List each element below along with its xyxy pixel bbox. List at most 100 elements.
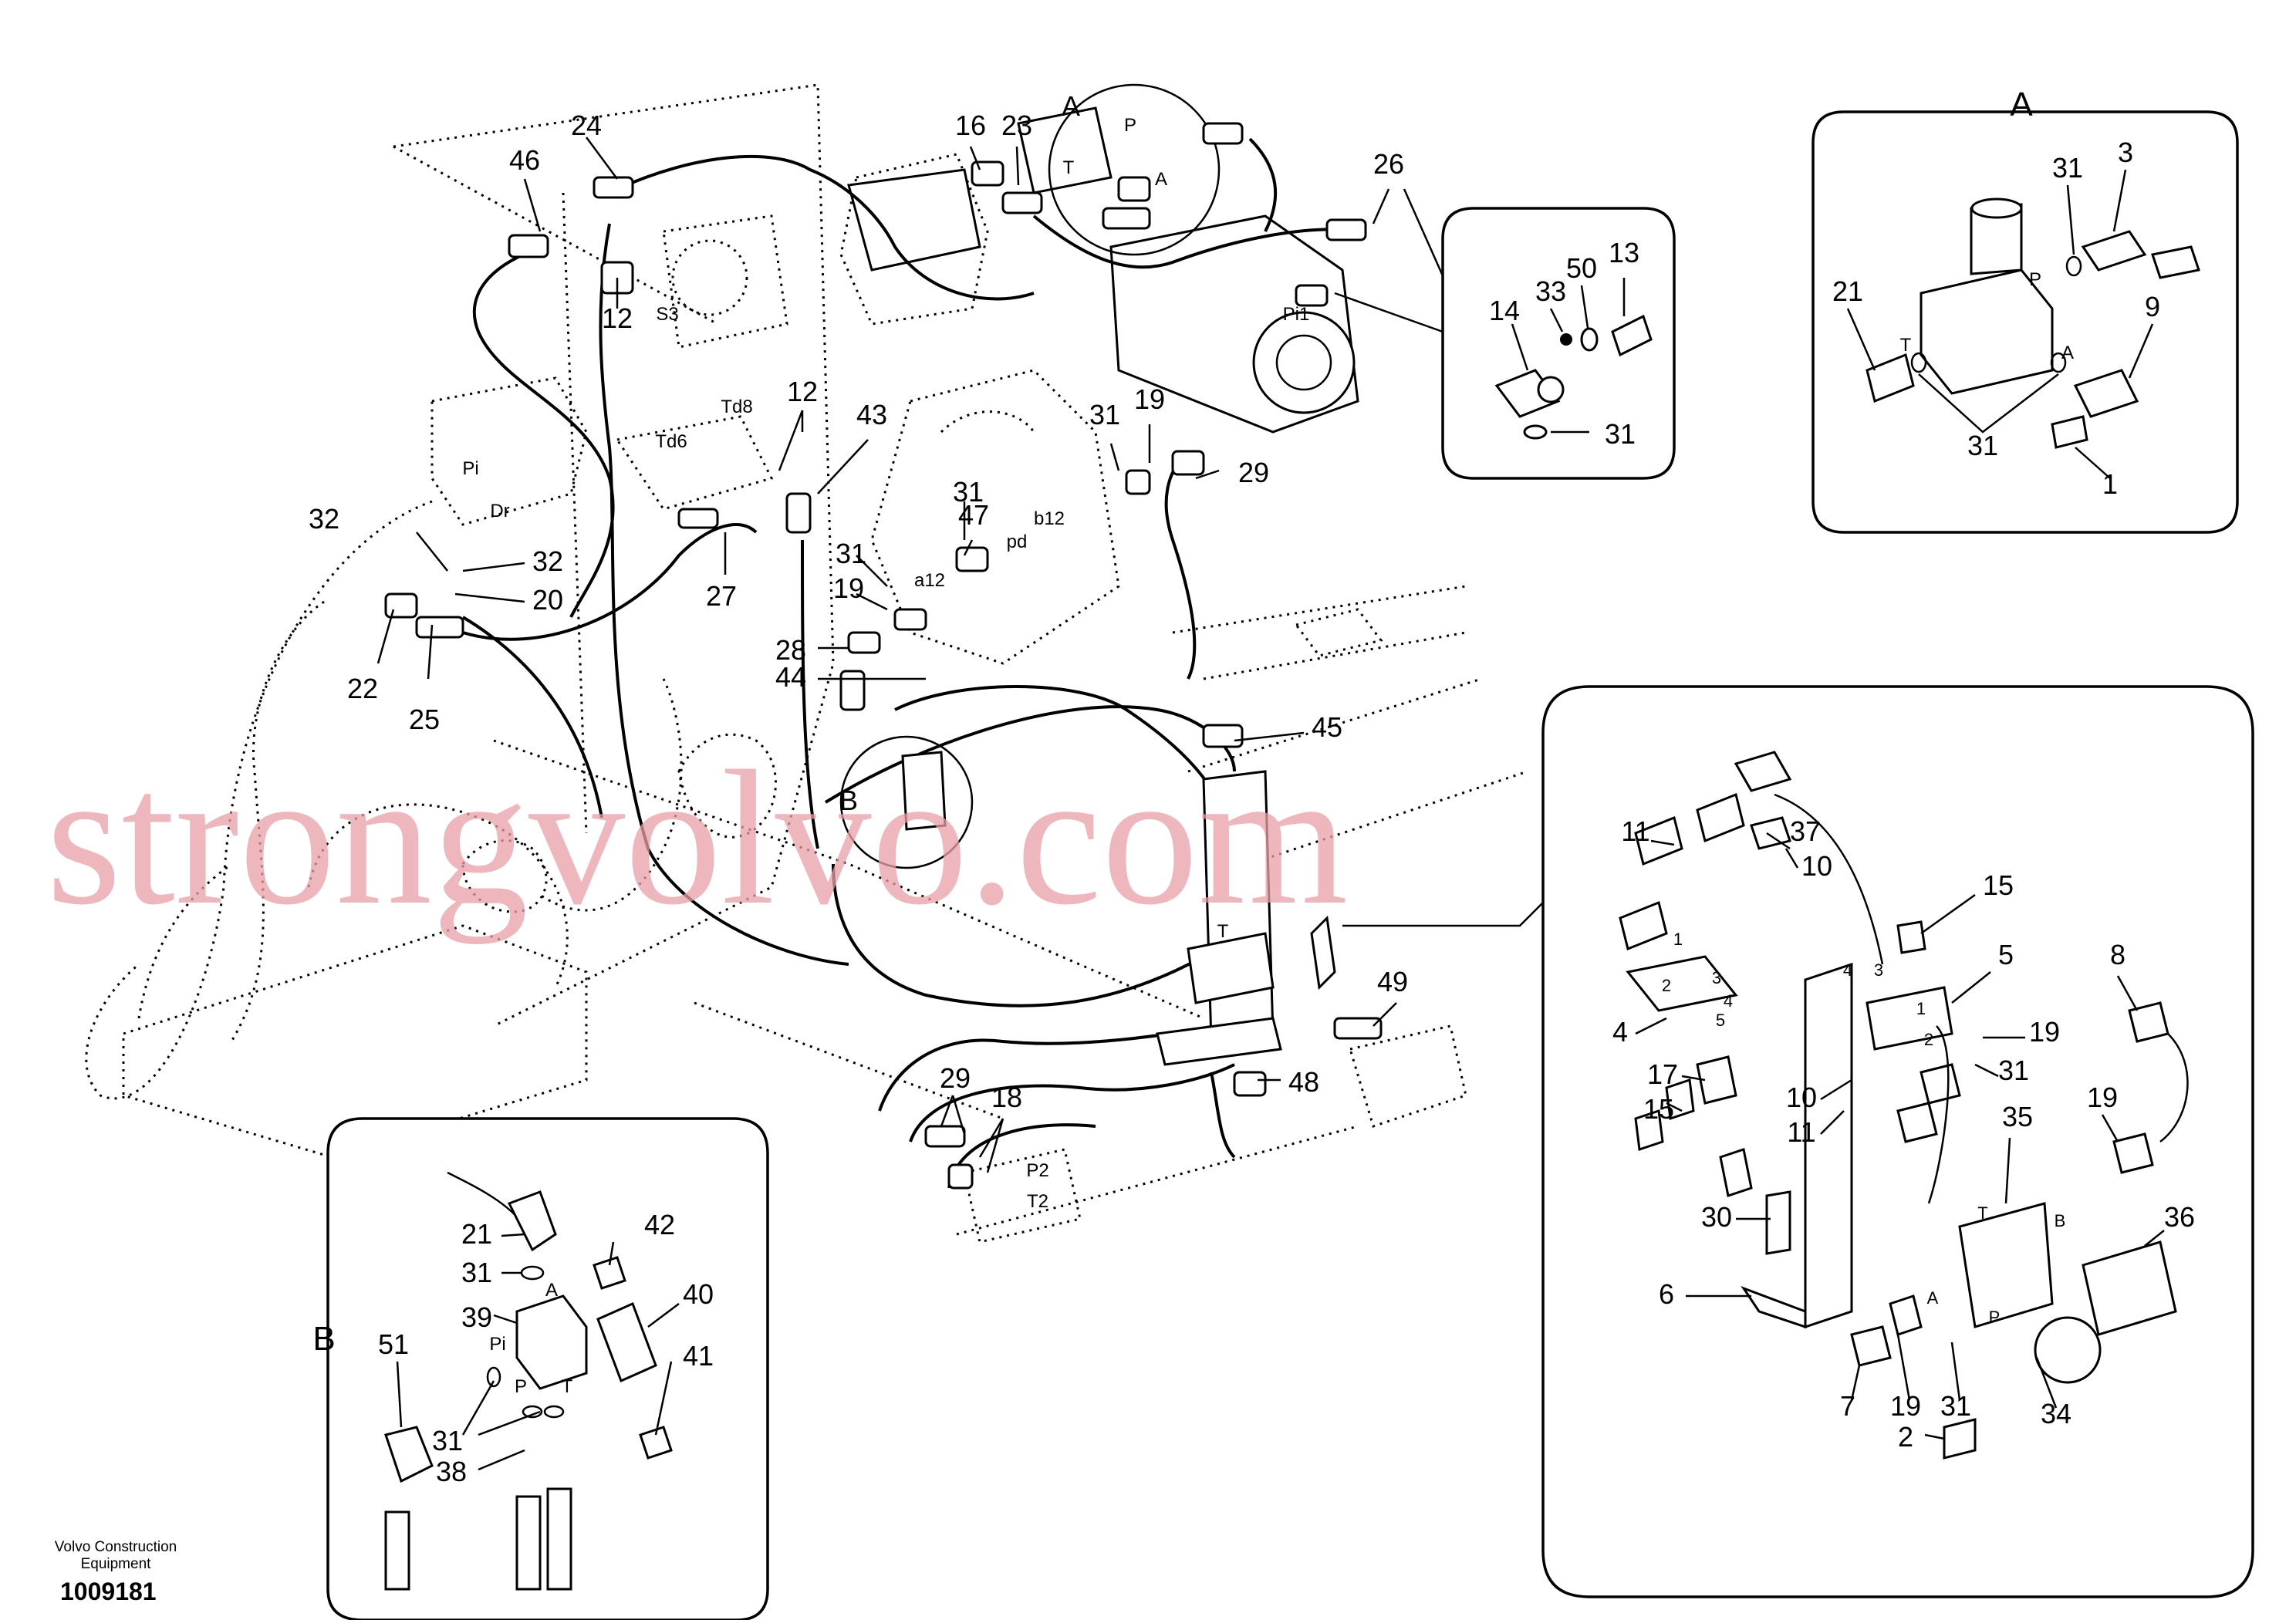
pi1-callout-3: 13 xyxy=(1609,237,1639,268)
valve-callout-16: 36 xyxy=(2164,1201,2195,1233)
b-port-0: A xyxy=(545,1280,558,1301)
main-callout-17: 25 xyxy=(409,704,440,735)
valve-callout-21: 34 xyxy=(2041,1398,2071,1429)
main-callout-10: 19 xyxy=(1134,383,1165,415)
main-callout-20: 31 xyxy=(953,476,984,508)
main-callout-29: 18 xyxy=(991,1082,1022,1113)
valve-port-0: 1 xyxy=(1673,930,1683,949)
valve-port-1: 2 xyxy=(1662,976,1671,995)
main-callout-1: 46 xyxy=(509,144,540,176)
main-callout-6: 26 xyxy=(1373,148,1404,180)
valve-callout-18: 7 xyxy=(1840,1390,1855,1422)
main-callout-28: 29 xyxy=(940,1062,971,1094)
brand-line-1: Volvo Construction xyxy=(54,1539,177,1555)
valve-callout-6: 17 xyxy=(1647,1058,1678,1090)
document-number: 1009181 xyxy=(60,1578,157,1605)
pi1-callout-0: 14 xyxy=(1489,295,1520,326)
main-port-14: T xyxy=(1217,921,1229,942)
b-port-2: P xyxy=(515,1376,527,1397)
valve-callout-10: 31 xyxy=(1998,1055,2029,1086)
main-port-10: pd xyxy=(1007,532,1028,552)
valve-callout-8: 8 xyxy=(2110,939,2125,970)
valve-port-10: B xyxy=(2055,1211,2066,1230)
valve-callout-1: 37 xyxy=(1790,815,1821,847)
inset-a-title: A xyxy=(2010,86,2033,123)
brand-line-2: Equipment xyxy=(80,1556,151,1572)
main-port-2: A xyxy=(1155,169,1167,190)
valve-callout-13: 11 xyxy=(1787,1116,1815,1148)
main-callout-0: 24 xyxy=(571,110,602,141)
main-callout-16: 22 xyxy=(347,673,378,704)
a-port-1: T xyxy=(1900,335,1912,356)
inset-b-title: B xyxy=(312,1320,335,1358)
valve-port-9: T xyxy=(1977,1203,1987,1223)
a-callout-1: 3 xyxy=(2118,137,2133,168)
main-callout-23: 44 xyxy=(775,661,806,693)
valve-port-5: 4 xyxy=(1843,960,1852,980)
valve-callout-7: 15 xyxy=(1643,1093,1674,1125)
main-callout-24: 45 xyxy=(1312,711,1342,743)
main-port-11: a12 xyxy=(914,570,945,591)
main-assembly-drawing xyxy=(85,83,1528,1244)
main-callout-27: 48 xyxy=(1288,1066,1319,1098)
main-callout-3: 16 xyxy=(955,110,986,141)
valve-port-7: 2 xyxy=(1924,1030,1933,1049)
inset-a-detail xyxy=(1811,110,2239,534)
b-callout-6: 51 xyxy=(378,1328,409,1360)
main-port-7: Pi xyxy=(462,458,478,479)
b-callout-8: 38 xyxy=(436,1456,467,1487)
main-callout-26: 49 xyxy=(1377,966,1408,997)
b-port-3: T xyxy=(562,1376,573,1397)
inset-valve-detail xyxy=(1342,685,2254,1598)
main-port-4: Pi1 xyxy=(1283,304,1310,325)
b-callout-2: 31 xyxy=(461,1257,492,1288)
valve-callout-22: 2 xyxy=(1898,1421,1913,1453)
valve-callout-9: 19 xyxy=(2029,1016,2060,1048)
a-callout-5: 1 xyxy=(2102,468,2118,500)
valve-callout-20: 31 xyxy=(1940,1390,1971,1422)
main-callout-22: 28 xyxy=(775,634,806,666)
valve-callout-15: 30 xyxy=(1701,1201,1732,1233)
valve-callout-3: 15 xyxy=(1983,869,2014,901)
main-port-8: Dr xyxy=(490,501,509,521)
a-callout-4: 31 xyxy=(1967,430,1998,461)
main-port-0: P xyxy=(1124,115,1136,136)
main-port-12: P2 xyxy=(1026,1160,1048,1181)
main-port-9: b12 xyxy=(1034,508,1065,529)
b-callout-5: 41 xyxy=(683,1340,714,1372)
valve-port-3: 4 xyxy=(1724,991,1733,1011)
a-port-2: A xyxy=(2061,343,2074,363)
inset-pi1-fittings xyxy=(1334,207,1676,480)
valve-callout-14: 35 xyxy=(2002,1101,2033,1132)
b-callout-0: 21 xyxy=(461,1218,492,1250)
valve-port-11: A xyxy=(1927,1288,1939,1308)
valve-port-6: 3 xyxy=(1874,960,1883,980)
main-callout-18: 47 xyxy=(958,499,989,531)
main-callout-9: 31 xyxy=(1089,399,1120,430)
main-port-6: Td6 xyxy=(655,431,687,452)
valve-callout-11: 19 xyxy=(2087,1082,2118,1113)
main-callout-14: 20 xyxy=(532,584,563,616)
valve-callout-4: 5 xyxy=(1998,939,2014,970)
main-callout-11: 29 xyxy=(1238,457,1269,488)
valve-callout-5: 4 xyxy=(1612,1016,1628,1048)
pi1-callout-4: 31 xyxy=(1605,418,1636,450)
main-callout-25: B xyxy=(839,785,858,816)
valve-callout-12: 10 xyxy=(1786,1082,1817,1113)
main-callout-2: 12 xyxy=(602,302,633,334)
main-port-5: Td8 xyxy=(721,397,752,417)
main-port-13: T2 xyxy=(1027,1191,1048,1212)
valve-port-2: 3 xyxy=(1712,968,1721,987)
valve-port-8: 1 xyxy=(1916,999,1926,1018)
b-callout-3: 39 xyxy=(461,1301,492,1333)
main-callout-13: 32 xyxy=(532,545,563,577)
main-callout-8: 43 xyxy=(856,399,887,430)
